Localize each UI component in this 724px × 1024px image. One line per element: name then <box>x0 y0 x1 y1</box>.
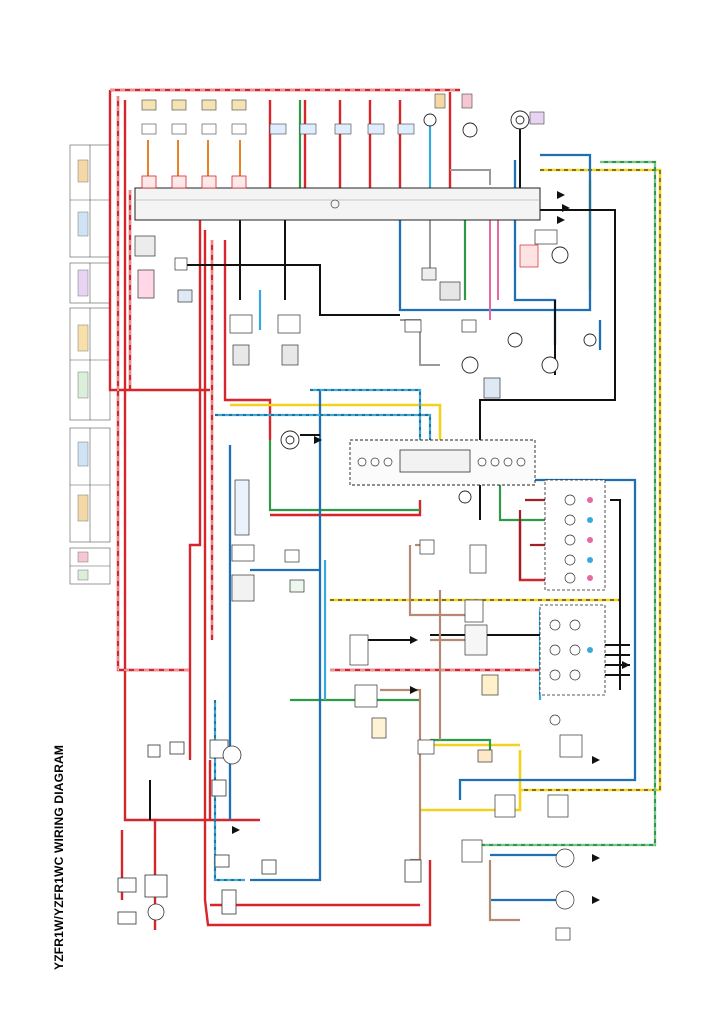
ecu-unit <box>134 187 541 221</box>
lower-left-components <box>117 739 422 925</box>
right-lower-components <box>461 714 583 941</box>
top-sensor-connectors <box>141 93 545 135</box>
upper-middle-components <box>134 229 558 399</box>
connector-legend-panel <box>69 144 111 585</box>
light-blue-dashes <box>214 389 431 881</box>
center-relay-block <box>349 439 536 486</box>
green-dashes <box>470 161 656 846</box>
pink-wires <box>489 215 499 320</box>
red-white-dashes <box>110 89 600 671</box>
ignition-coil-circles <box>280 430 472 504</box>
right-switch-cluster <box>539 479 606 696</box>
ecu-output-arrows <box>557 191 570 224</box>
injector-symbols <box>141 175 247 189</box>
upper-right-sensor-circles <box>461 246 597 374</box>
terminal-arrows <box>232 436 630 904</box>
left-middle-components <box>231 479 499 763</box>
legend-connector-icons <box>77 159 89 581</box>
light-blue-wires <box>213 120 542 882</box>
top-sensor-circles <box>423 110 530 138</box>
orange-wires <box>147 140 241 190</box>
